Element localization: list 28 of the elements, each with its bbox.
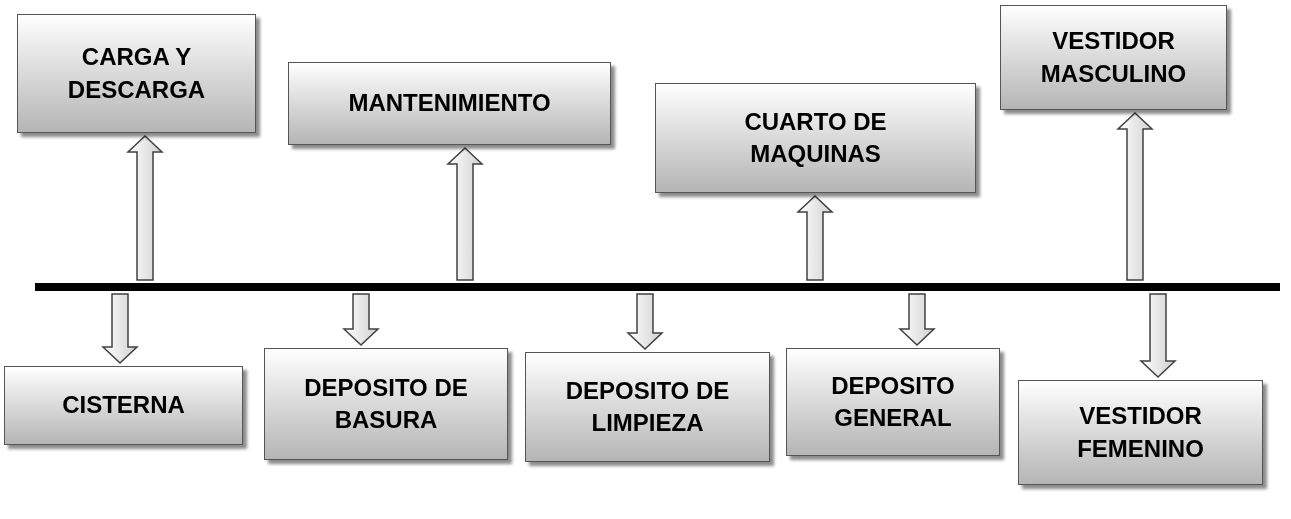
room-label: DEPOSITO DE BASURA [303, 372, 469, 435]
room-label: DEPOSITO DE LIMPIEZA [564, 375, 731, 438]
block-arrow [1116, 111, 1154, 281]
room-label: VESTIDOR FEMENINO [1076, 401, 1205, 464]
block-arrow [796, 194, 834, 281]
block-arrow [1139, 293, 1177, 379]
block-arrow [626, 293, 664, 351]
block-arrow [342, 293, 380, 347]
room-box [4, 366, 243, 445]
room-label: DEPOSITO GENERAL [830, 370, 956, 433]
block-arrow [126, 134, 164, 281]
room-box [786, 348, 1000, 456]
room-label: MANTENIMIENTO [348, 88, 551, 119]
room-label: CISTERNA [62, 390, 185, 421]
room-label: VESTIDOR MASCULINO [1039, 26, 1188, 89]
room-box [655, 83, 976, 193]
room-box [288, 62, 611, 145]
timeline-bar [35, 283, 1280, 291]
room-label: CARGA Y DESCARGA [66, 42, 207, 105]
block-arrow [898, 293, 936, 347]
room-label: CUARTO DE MAQUINAS [743, 106, 888, 169]
room-box [264, 348, 508, 460]
room-box [525, 352, 770, 462]
block-arrow [446, 146, 484, 281]
room-box [17, 14, 256, 133]
block-arrow [101, 293, 139, 365]
room-box [1000, 5, 1227, 110]
room-box [1018, 380, 1263, 485]
